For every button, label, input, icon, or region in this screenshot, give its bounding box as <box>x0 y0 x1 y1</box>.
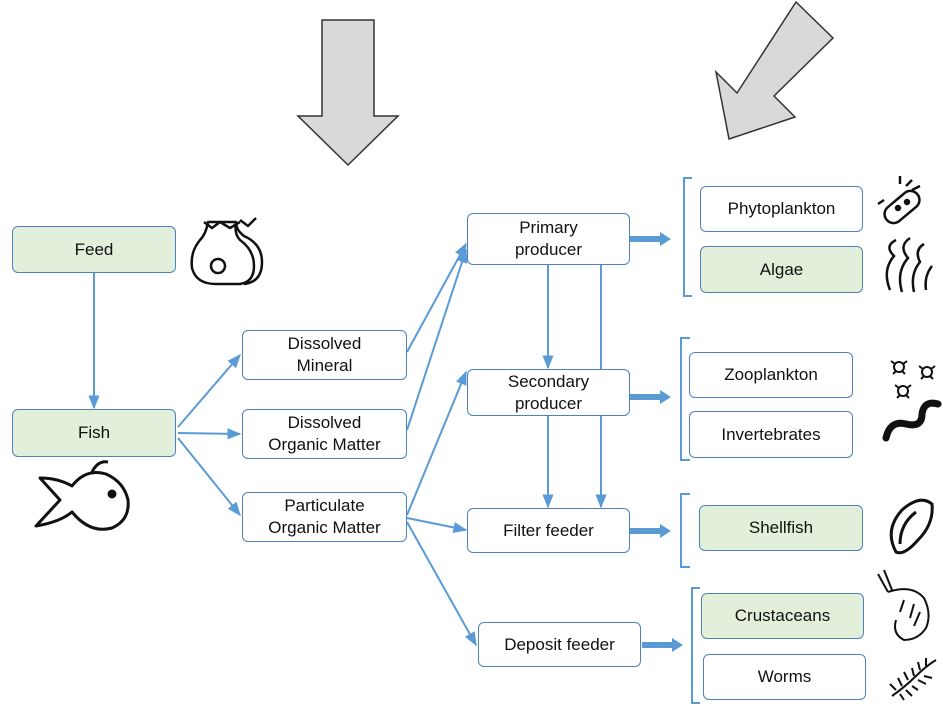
arrow-fish-pom <box>177 437 241 517</box>
input-arrow-diagonal <box>714 0 835 140</box>
centipede-icon <box>889 658 937 701</box>
primary-producer-node: Primary producer <box>467 213 630 265</box>
primary-producer-line2: producer <box>514 240 583 259</box>
deposit-feeder-label: Deposit feeder <box>504 634 615 654</box>
dissolved-mineral-node: Dissolved Mineral <box>242 330 407 380</box>
bracket-primary <box>683 177 692 297</box>
filter-feeder-node: Filter feeder <box>467 508 630 553</box>
particulate-organic-line1: Particulate <box>284 496 365 515</box>
arrow-pom-filter <box>406 517 468 533</box>
worm-icon <box>882 399 942 442</box>
worms-label: Worms <box>757 667 812 686</box>
crustaceans-label: Crustaceans <box>734 606 831 625</box>
invertebrates-node: Invertebrates <box>689 411 853 458</box>
block-arrows <box>630 232 683 652</box>
input-arrow-top <box>296 19 400 167</box>
invertebrates-label: Invertebrates <box>721 424 821 444</box>
secondary-producer-line1: Secondary <box>507 371 590 391</box>
worms-node: Worms <box>703 654 866 700</box>
arrow-dom-primary <box>406 248 468 431</box>
crustaceans-node: Crustaceans <box>701 593 864 639</box>
secondary-producer-node: Secondary producer <box>467 369 630 416</box>
secondary-producer-line2: producer <box>514 393 583 413</box>
zooplankton-node: Zooplankton <box>689 352 853 398</box>
shellfish-label: Shellfish <box>748 518 814 537</box>
deposit-feeder-node: Deposit feeder <box>478 622 641 667</box>
dissolved-organic-node: Dissolved Organic Matter <box>242 409 407 459</box>
dissolved-mineral-line2: Mineral <box>296 356 353 375</box>
seaweed-icon <box>885 236 933 293</box>
filter-feeder-label: Filter feeder <box>503 520 594 540</box>
shellfish-node: Shellfish <box>699 505 863 551</box>
particulate-organic-node: Particulate Organic Matter <box>242 492 407 542</box>
arrow-mineral-primary <box>406 242 467 353</box>
shrimp-icon <box>877 569 930 642</box>
mussel-icon <box>889 498 934 555</box>
arrow-pom-deposit <box>406 521 477 647</box>
zooplankton-label: Zooplankton <box>724 365 818 384</box>
particulate-organic-line2: Organic Matter <box>268 518 381 537</box>
bracket-filter <box>680 493 690 568</box>
arrow-fish-dom <box>177 428 242 440</box>
fish-label: Fish <box>77 423 111 442</box>
arrow-fish-mineral <box>177 353 241 428</box>
phytoplankton-node: Phytoplankton <box>700 186 863 232</box>
algae-label: Algae <box>759 259 804 279</box>
dissolved-organic-line2: Organic Matter <box>268 435 381 454</box>
phytoplankton-label: Phytoplankton <box>727 199 836 218</box>
bracket-secondary <box>680 337 690 461</box>
fish-node: Fish <box>12 409 176 457</box>
dissolved-mineral-line1: Dissolved <box>287 334 362 353</box>
primary-producer-line1: Primary <box>519 218 578 237</box>
fish-icon <box>34 460 130 531</box>
bacteria-icon <box>877 176 921 225</box>
trash-bags-icon <box>190 217 264 286</box>
algae-node: Algae <box>700 246 863 293</box>
dissolved-organic-line1: Dissolved <box>287 413 362 432</box>
feed-node: Feed <box>12 226 176 273</box>
bracket-deposit <box>691 587 700 704</box>
zooplankton-icon <box>890 360 936 399</box>
feed-label: Feed <box>74 239 114 259</box>
arrow-pom-secondary <box>406 370 467 516</box>
